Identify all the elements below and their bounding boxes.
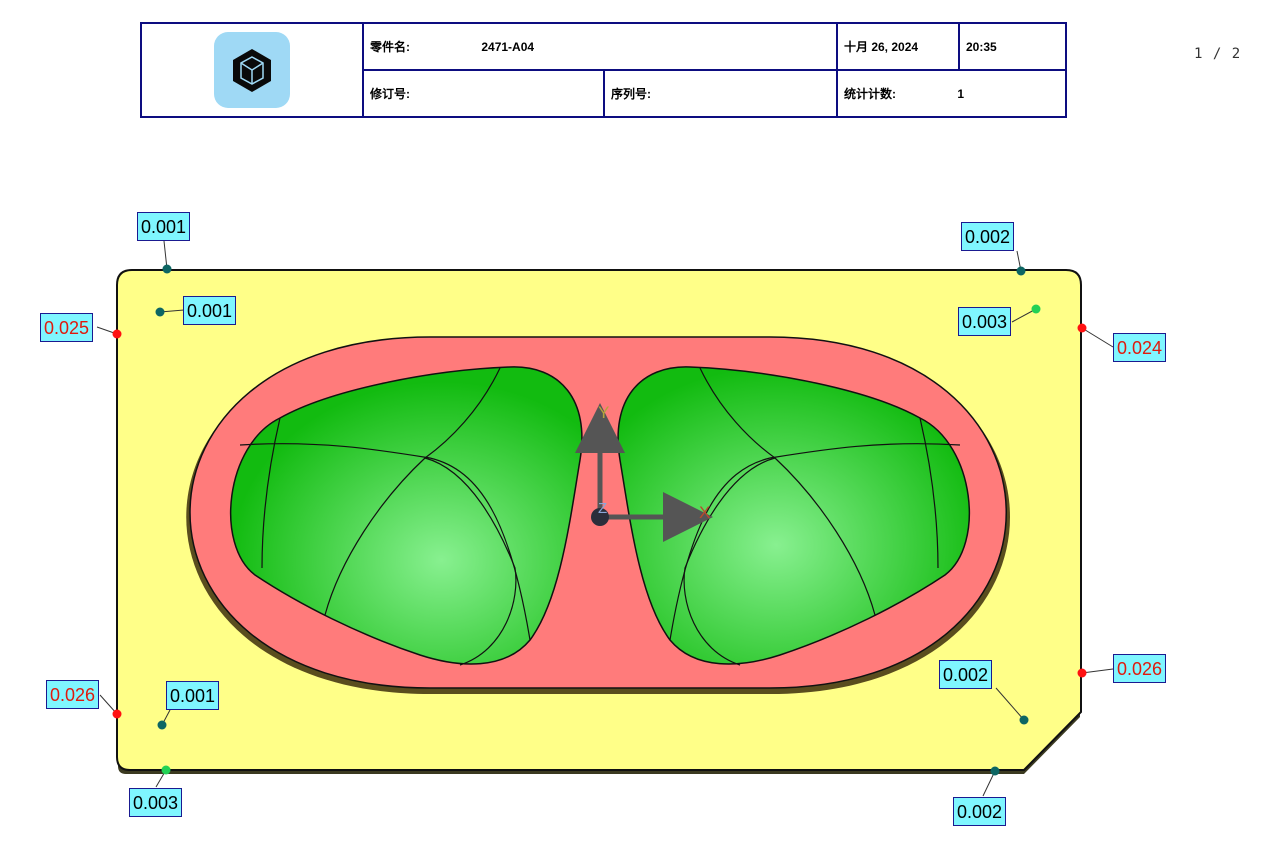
axis-triad: Y X Z bbox=[575, 403, 713, 542]
revision-cell: 修订号: bbox=[362, 69, 605, 118]
count-label: 统计计数: bbox=[844, 87, 896, 101]
deviation-callout: 0.002 bbox=[961, 222, 1015, 251]
deviation-callout: 0.026 bbox=[1113, 654, 1167, 683]
part-name-cell: 零件名: 2471-A04 bbox=[362, 22, 838, 71]
count-value: 1 bbox=[957, 87, 965, 101]
count-cell: 统计计数: 1 bbox=[836, 69, 1067, 118]
z-axis-label: Z bbox=[598, 500, 607, 517]
date-value: 十月 26, 2024 bbox=[844, 40, 919, 54]
deviation-callout: 0.024 bbox=[1113, 333, 1167, 362]
measurement-points bbox=[112, 264, 1087, 776]
revision-label: 修订号: bbox=[370, 87, 410, 101]
deviation-callout: 0.025 bbox=[40, 313, 94, 342]
date-cell: 十月 26, 2024 bbox=[836, 22, 960, 71]
deviation-callout: 0.003 bbox=[129, 788, 183, 817]
y-axis-label: Y bbox=[598, 403, 609, 422]
time-value: 20:35 bbox=[966, 39, 997, 54]
deviation-callout: 0.001 bbox=[166, 681, 220, 710]
part-name-label: 零件名: bbox=[370, 40, 410, 54]
cube-logo-icon bbox=[214, 32, 290, 108]
deviation-callout: 0.002 bbox=[939, 660, 993, 689]
serial-label: 序列号: bbox=[611, 87, 651, 101]
logo-cell bbox=[140, 22, 364, 118]
title-block: 零件名: 2471-A04 十月 26, 2024 20:35 修订号: 序列号… bbox=[140, 22, 1067, 118]
x-axis-label: X bbox=[699, 503, 710, 522]
time-cell: 20:35 bbox=[958, 22, 1067, 71]
part-name-value: 2471-A04 bbox=[481, 40, 535, 54]
deviation-callout: 0.001 bbox=[137, 212, 191, 241]
page-number: 1 / 2 bbox=[1194, 46, 1242, 62]
deviation-callout: 0.002 bbox=[953, 797, 1007, 826]
deviation-callout: 0.026 bbox=[46, 680, 100, 709]
deviation-callout: 0.003 bbox=[958, 307, 1012, 336]
serial-cell: 序列号: bbox=[603, 69, 838, 118]
deviation-callout: 0.001 bbox=[183, 296, 237, 325]
